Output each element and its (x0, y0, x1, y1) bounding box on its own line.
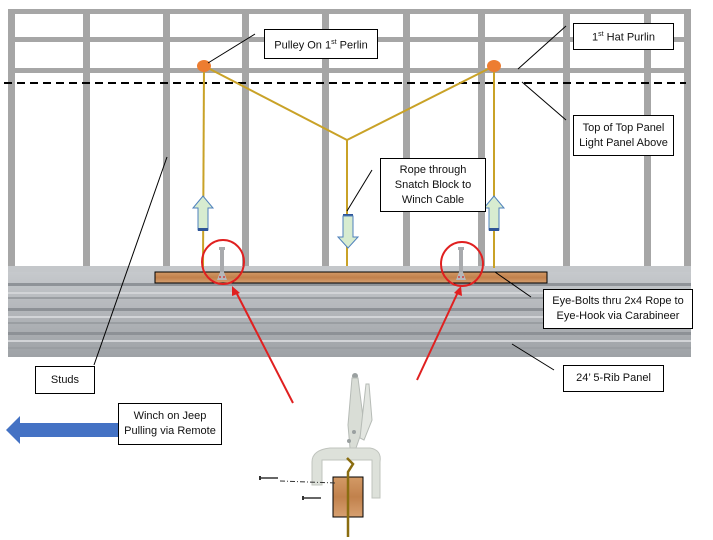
red-pointer-arrow (416, 286, 462, 381)
arrow-left-icon (6, 416, 121, 444)
stud (8, 9, 15, 267)
pulley-icon (487, 60, 501, 72)
stud (684, 9, 691, 267)
callout-top-panel: Top of Top Panel Light Panel Above (573, 115, 674, 156)
callout-eye-bolts-text: Eye-Bolts thru 2x4 Rope to Eye-Hook via … (552, 295, 684, 322)
highlight-circle (440, 241, 484, 287)
callout-eye-bolts: Eye-Bolts thru 2x4 Rope to Eye-Hook via … (543, 289, 693, 329)
callout-pulley: Pulley On 1st Perlin (264, 29, 378, 59)
stud (163, 9, 170, 267)
arrow-up-icon (191, 195, 215, 231)
stud (83, 9, 90, 267)
eye-bolt-icon (217, 247, 227, 280)
callout-hat-purlin-text: 1st Hat Purlin (592, 31, 655, 44)
eye-bolt-icon (456, 247, 466, 280)
screw-icon (259, 476, 337, 484)
callout-winch-text: Winch on Jeep Pulling via Remote (124, 410, 216, 437)
callout-snatch-block: Rope through Snatch Block to Winch Cable (380, 158, 486, 212)
stud (563, 9, 570, 267)
stud (403, 9, 410, 267)
callout-winch: Winch on Jeep Pulling via Remote (118, 403, 222, 445)
stud (322, 9, 329, 267)
hat-purlin (8, 68, 691, 73)
stud (242, 9, 249, 267)
screw-icon (302, 496, 321, 500)
callout-snatch-block-text: Rope through Snatch Block to Winch Cable (394, 163, 472, 206)
callout-rib-panel: 24’ 5-Rib Panel (563, 365, 664, 392)
callout-pulley-text: Pulley On 1st Perlin (274, 38, 368, 52)
arrow-up-icon (482, 195, 506, 231)
callout-studs-text: Studs (50, 373, 80, 386)
rope (202, 65, 495, 269)
callout-top-panel-text: Top of Top Panel Light Panel Above (579, 121, 668, 149)
locking-c-clamp-icon (311, 373, 381, 499)
top-plate (8, 9, 691, 14)
highlight-circle (201, 239, 245, 285)
stud (478, 9, 485, 267)
arrow-down-icon (336, 214, 360, 249)
two-by-four-board (154, 271, 548, 284)
callout-rib-panel-text: 24’ 5-Rib Panel (576, 372, 651, 384)
red-pointer-arrow (232, 286, 294, 404)
pulley-icon (197, 60, 211, 72)
callout-hat-purlin: 1st Hat Purlin (573, 23, 674, 50)
rope-through-block (346, 457, 355, 537)
callout-studs: Studs (35, 366, 95, 394)
leader-lines (93, 25, 567, 371)
